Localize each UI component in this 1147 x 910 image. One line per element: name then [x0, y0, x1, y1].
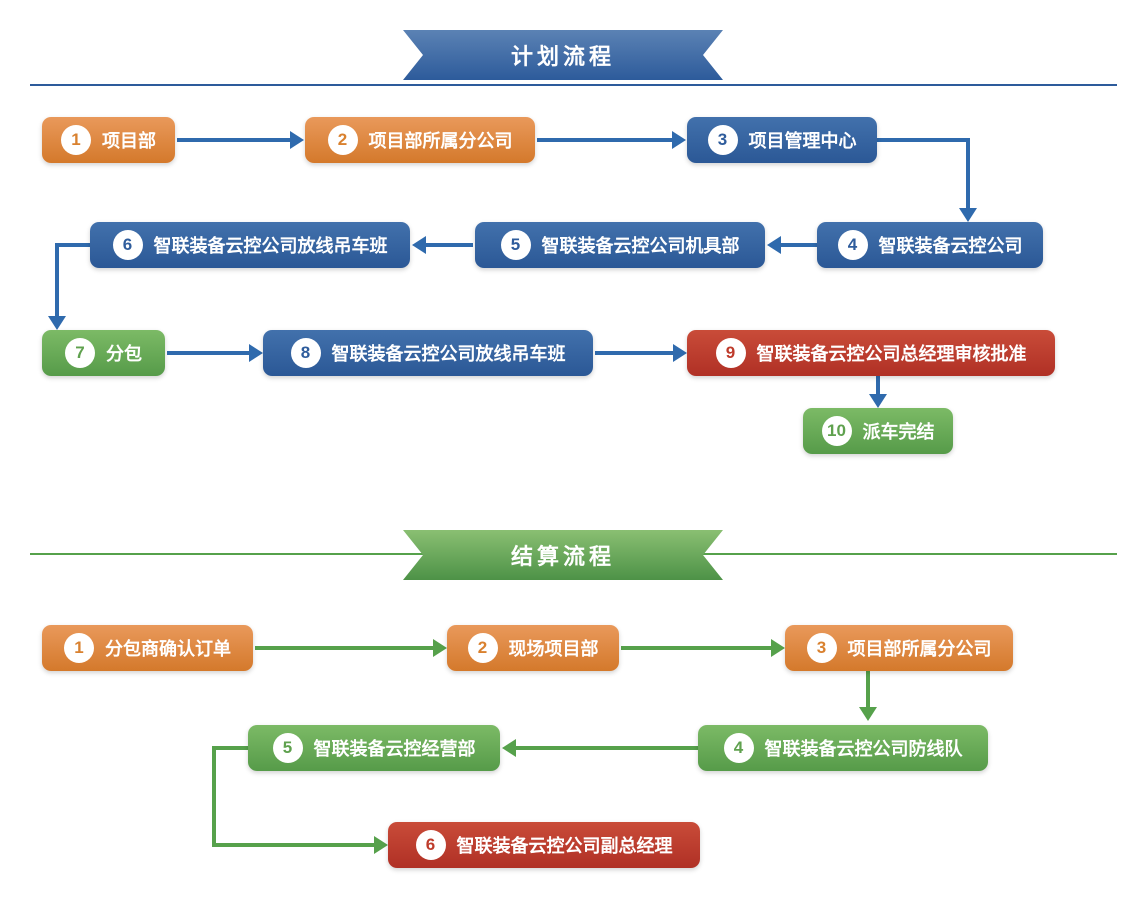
flow2-node-4: 4 智联装备云控公司防线队: [698, 725, 988, 771]
step-number-badge: 5: [272, 733, 303, 763]
step-number-badge: 6: [415, 830, 446, 860]
step-number-badge: 2: [467, 633, 498, 663]
step-number-badge: 4: [723, 733, 754, 763]
arrow-3-to-4-vertical: [966, 138, 970, 210]
step-number-badge: 3: [806, 633, 837, 663]
arrowhead-down-icon: [48, 316, 66, 330]
flow1-node-1: 1 项目部: [42, 117, 175, 163]
step-number-badge: 5: [500, 230, 531, 260]
settle-banner: 结算流程: [403, 530, 723, 580]
arrowhead-down-icon: [959, 208, 977, 222]
step-number-badge: 8: [290, 338, 321, 368]
plan-banner-title: 计划流程: [510, 44, 615, 69]
arrow-4-to-5: [781, 243, 817, 247]
arrow-1-to-2: [255, 646, 433, 650]
arrow-4-to-5: [516, 746, 698, 750]
node-label: 项目部: [102, 131, 156, 151]
arrowhead-right-icon: [433, 639, 447, 657]
arrow-3-to-4-horizontal: [877, 138, 970, 142]
flow1-node-9: 9 智联装备云控公司总经理审核批准: [687, 330, 1055, 376]
flow1-node-3: 3 项目管理中心: [687, 117, 877, 163]
arrowhead-right-icon: [374, 836, 388, 854]
step-number-badge: 2: [327, 125, 358, 155]
flow2-node-5: 5 智联装备云控经营部: [248, 725, 500, 771]
arrow-1-to-2: [177, 138, 290, 142]
node-label: 项目部所属分公司: [847, 639, 992, 659]
step-number-badge: 1: [61, 125, 91, 155]
arrowhead-down-icon: [859, 707, 877, 721]
flow2-node-1: 1 分包商确认订单: [42, 625, 253, 671]
arrow-8-to-9: [595, 351, 673, 355]
settle-banner-title: 结算流程: [510, 544, 615, 569]
node-label: 智联装备云控公司副总经理: [456, 836, 673, 856]
step-number-badge: 1: [64, 633, 94, 663]
step-number-badge: 3: [707, 125, 738, 155]
plan-banner: 计划流程: [403, 30, 723, 80]
arrow-2-to-3: [537, 138, 672, 142]
node-label: 智联装备云控公司放线吊车班: [331, 344, 566, 364]
arrow-3-to-4-vertical: [866, 671, 870, 709]
flow2-node-6: 6 智联装备云控公司副总经理: [388, 822, 700, 868]
flow1-node-5: 5 智联装备云控公司机具部: [475, 222, 765, 268]
arrowhead-down-icon: [869, 394, 887, 408]
plan-divider-line: [30, 84, 1117, 86]
flow1-node-6: 6 智联装备云控公司放线吊车班: [90, 222, 410, 268]
step-number-badge: 4: [837, 230, 868, 260]
arrowhead-right-icon: [290, 131, 304, 149]
step-number-badge: 7: [65, 338, 95, 368]
node-label: 项目管理中心: [748, 131, 857, 151]
arrow-5-to-6-vertical: [212, 746, 216, 845]
node-label: 智联装备云控公司放线吊车班: [153, 236, 388, 256]
arrowhead-right-icon: [249, 344, 263, 362]
arrow-5-to-6-horizontal-top: [212, 746, 248, 750]
arrowhead-left-icon: [502, 739, 516, 757]
node-label: 派车完结: [862, 422, 935, 442]
step-number-badge: 10: [821, 416, 852, 446]
arrowhead-right-icon: [673, 344, 687, 362]
arrowhead-left-icon: [412, 236, 426, 254]
step-number-badge: 9: [715, 338, 746, 368]
node-label: 智联装备云控公司机具部: [541, 236, 740, 256]
flow1-node-7: 7 分包: [42, 330, 165, 376]
arrow-2-to-3: [621, 646, 771, 650]
node-label: 智联装备云控公司: [878, 236, 1023, 256]
arrow-5-to-6: [426, 243, 473, 247]
flow1-node-2: 2 项目部所属分公司: [305, 117, 535, 163]
arrow-5-to-6-horizontal-bottom: [212, 843, 374, 847]
arrow-6-to-7-vertical: [55, 243, 59, 318]
arrow-9-to-10-vertical: [876, 376, 880, 396]
flow1-node-8: 8 智联装备云控公司放线吊车班: [263, 330, 593, 376]
flow2-node-2: 2 现场项目部: [447, 625, 619, 671]
node-label: 分包商确认订单: [105, 639, 231, 659]
node-label: 现场项目部: [508, 639, 599, 659]
node-label: 项目部所属分公司: [368, 131, 513, 151]
flow1-node-10: 10 派车完结: [803, 408, 953, 454]
node-label: 智联装备云控经营部: [313, 739, 476, 759]
arrow-7-to-8: [167, 351, 249, 355]
node-label: 分包: [106, 344, 142, 364]
arrowhead-right-icon: [672, 131, 686, 149]
flow2-node-3: 3 项目部所属分公司: [785, 625, 1013, 671]
arrow-6-to-7-horizontal: [55, 243, 90, 247]
node-label: 智联装备云控公司总经理审核批准: [756, 344, 1027, 364]
step-number-badge: 6: [112, 230, 143, 260]
flow1-node-4: 4 智联装备云控公司: [817, 222, 1043, 268]
node-label: 智联装备云控公司防线队: [764, 739, 963, 759]
arrowhead-right-icon: [771, 639, 785, 657]
arrowhead-left-icon: [767, 236, 781, 254]
